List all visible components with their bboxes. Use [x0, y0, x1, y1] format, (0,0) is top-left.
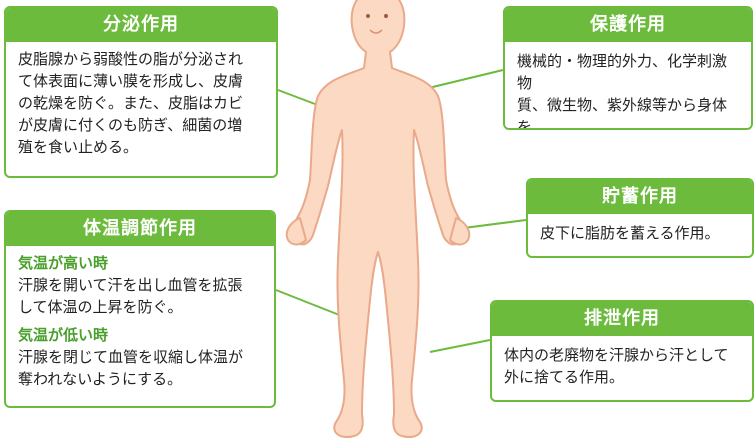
low-temp-label: 気温が低い時	[18, 326, 109, 344]
excretion-text: 体内の老廃物を汗腺から汗として 外に捨てる作用。	[504, 346, 729, 386]
secretion-box: 分泌作用 皮脂腺から弱酸性の脂が分泌され て体表面に薄い膜を形成し、皮膚 の乾燥…	[4, 6, 278, 178]
face-smile	[369, 29, 383, 34]
protection-box: 保護作用 機械的・物理的外力、化学刺激物 質、微生物、紫外線等から身体を 保護す…	[503, 6, 753, 130]
left-eye	[366, 14, 370, 18]
thermoregulation-content: 気温が高い時 汗腺を開いて汗を出し血管を拡張 して体温の上昇を防ぐ。 気温が低い…	[6, 246, 274, 402]
high-temp-label: 気温が高い時	[18, 254, 109, 272]
left-hand	[285, 217, 307, 246]
high-temp-text: 汗腺を開いて汗を出し血管を拡張 して体温の上昇を防ぐ。	[18, 276, 243, 316]
protection-text: 機械的・物理的外力、化学刺激物 質、微生物、紫外線等から身体を 保護する作用。	[517, 52, 728, 130]
secretion-text: 皮脂腺から弱酸性の脂が分泌され て体表面に薄い膜を形成し、皮膚 の乾燥を防ぐ。ま…	[18, 50, 244, 156]
excretion-box: 排泄作用 体内の老廃物を汗腺から汗として 外に捨てる作用。	[490, 300, 754, 402]
leader-line-haisetsu	[429, 339, 491, 353]
right-hand	[449, 217, 471, 246]
storage-box: 貯蓄作用 皮下に脂肪を蓄える作用。	[526, 178, 754, 258]
storage-title: 貯蓄作用	[528, 180, 752, 214]
secretion-title: 分泌作用	[6, 8, 276, 42]
protection-title: 保護作用	[505, 8, 751, 42]
thermoregulation-title: 体温調節作用	[6, 212, 274, 246]
right-eye	[384, 14, 388, 18]
body-silhouette	[292, 0, 464, 438]
excretion-title: 排泄作用	[492, 302, 752, 336]
storage-text: 皮下に脂肪を蓄える作用。	[540, 224, 720, 242]
thermoregulation-box: 体温調節作用 気温が高い時 汗腺を開いて汗を出し血管を拡張 して体温の上昇を防ぐ…	[4, 210, 276, 408]
low-temp-text: 汗腺を閉じて血管を収縮し体温が 奪われないようにする。	[18, 348, 244, 388]
